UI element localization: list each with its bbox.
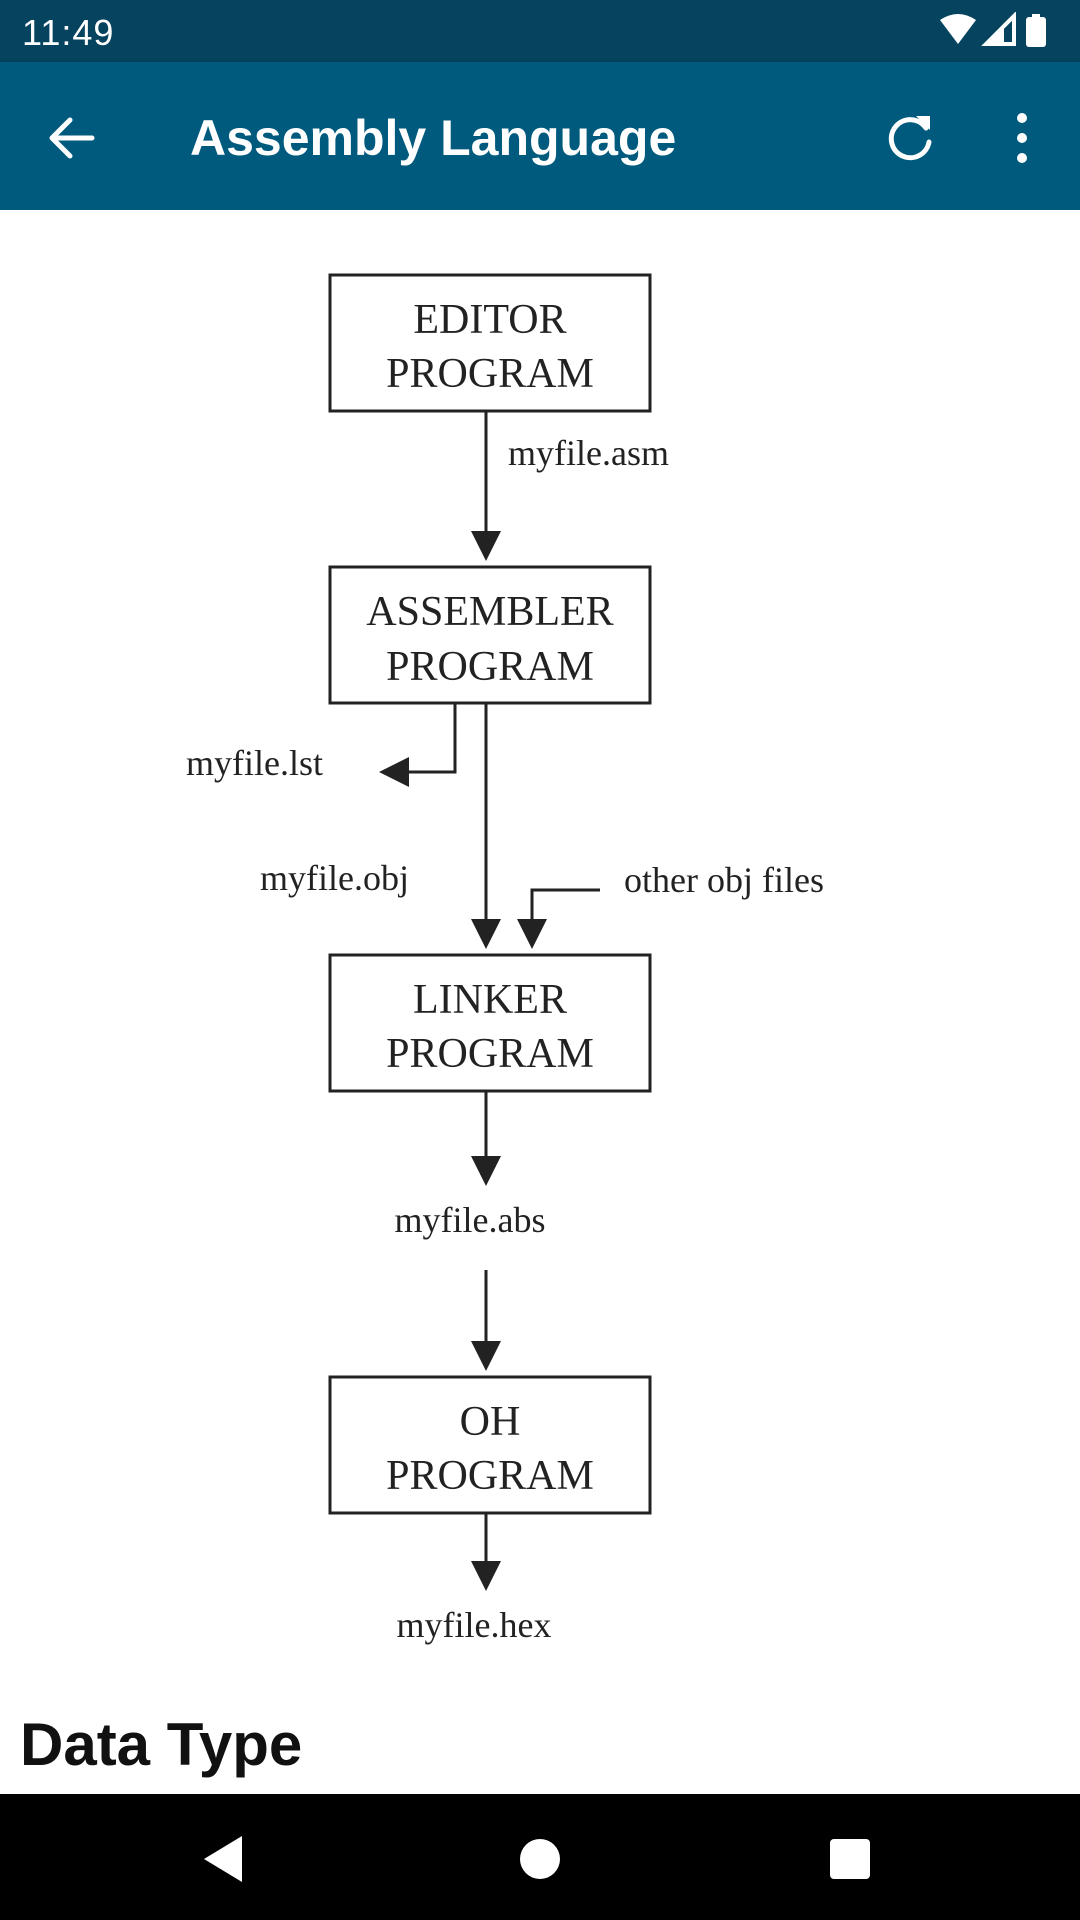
linker-box-line1: LINKER	[413, 977, 567, 1023]
assembler-program-box: ASSEMBLER PROGRAM	[328, 565, 652, 705]
page-title: Assembly Language	[190, 110, 677, 166]
label-myfile-asm: myfile.asm	[508, 433, 669, 473]
section-heading: Data Type	[20, 1711, 303, 1778]
arrow-other-obj-to-linker	[517, 888, 600, 949]
label-myfile-abs: myfile.abs	[395, 1200, 546, 1240]
assembler-box-line1: ASSEMBLER	[366, 589, 613, 635]
refresh-button[interactable]	[878, 106, 942, 170]
wifi-icon	[940, 14, 976, 44]
system-nav-bar	[0, 1794, 1080, 1920]
nav-home-button[interactable]	[505, 1824, 575, 1894]
recents-square-icon	[830, 1839, 870, 1879]
status-icons	[938, 11, 1058, 52]
arrow-assembler-to-lst	[379, 703, 457, 787]
refresh-icon	[888, 116, 932, 161]
label-myfile-obj: myfile.obj	[260, 858, 409, 898]
more-vert-icon	[1017, 113, 1027, 163]
label-other-obj-files: other obj files	[624, 860, 824, 900]
linker-program-box: LINKER PROGRAM	[328, 953, 652, 1093]
nav-recents-button[interactable]	[815, 1824, 885, 1894]
status-time: 11:49	[22, 12, 115, 53]
oh-box-line1: OH	[460, 1399, 521, 1445]
status-bar: 11:49	[0, 0, 1080, 62]
app-bar: Assembly Language	[0, 62, 1080, 210]
assembler-box-line2: PROGRAM	[386, 644, 594, 690]
more-options-button[interactable]	[990, 106, 1054, 170]
back-button[interactable]	[40, 106, 104, 170]
home-circle-icon	[520, 1839, 560, 1879]
content-area[interactable]: EDITOR PROGRAM myfile.asm ASSEMBLER PROG…	[0, 210, 1080, 1794]
label-myfile-hex: myfile.hex	[397, 1605, 552, 1645]
oh-box-line2: PROGRAM	[386, 1453, 594, 1499]
assembly-workflow-diagram: EDITOR PROGRAM myfile.asm ASSEMBLER PROG…	[186, 273, 824, 1645]
editor-program-box: EDITOR PROGRAM	[328, 273, 652, 413]
editor-box-line1: EDITOR	[413, 297, 566, 343]
oh-program-box: OH PROGRAM	[328, 1375, 652, 1515]
back-triangle-icon	[204, 1836, 242, 1882]
label-myfile-lst: myfile.lst	[186, 743, 323, 783]
nav-back-button[interactable]	[190, 1824, 260, 1894]
editor-box-line2: PROGRAM	[386, 351, 594, 397]
battery-icon	[1026, 14, 1046, 47]
cell-signal-icon	[981, 11, 1016, 46]
arrow-left-icon	[49, 117, 95, 159]
linker-box-line2: PROGRAM	[386, 1031, 594, 1077]
